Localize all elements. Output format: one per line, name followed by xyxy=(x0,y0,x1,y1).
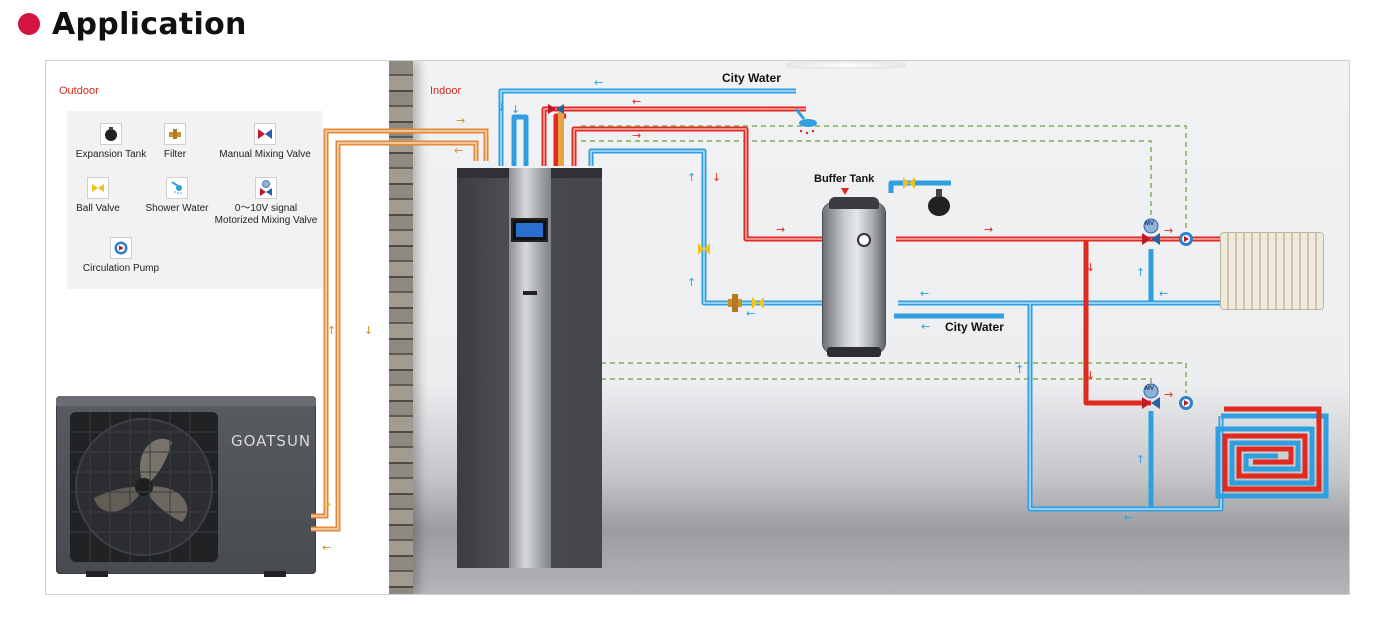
svg-text:↓: ↓ xyxy=(1086,261,1095,274)
svg-text:↓: ↓ xyxy=(364,324,373,337)
svg-text:→: → xyxy=(776,223,785,236)
gauge-icon xyxy=(857,233,871,247)
expansion-tank-icon xyxy=(928,189,950,216)
svg-text:←: ← xyxy=(1159,287,1168,300)
shower-icon xyxy=(794,108,817,135)
application-diagram: Outdoor Expansion Tank Filter Manual Mix… xyxy=(45,60,1350,595)
outdoor-zone: Outdoor Expansion Tank Filter Manual Mix… xyxy=(46,61,391,594)
svg-text:↓: ↓ xyxy=(497,101,506,114)
svg-text:→: → xyxy=(322,498,331,511)
city-water-label-tank: City Water xyxy=(945,320,1004,334)
svg-text:↓: ↓ xyxy=(511,103,520,116)
svg-text:→: → xyxy=(632,129,641,142)
manual-mixing-valve-icon xyxy=(548,104,564,114)
section-heading: Application xyxy=(18,4,247,44)
svg-text:→: → xyxy=(984,223,993,236)
svg-text:↑: ↑ xyxy=(1136,266,1145,279)
buffer-tank-cap xyxy=(829,197,879,209)
buffer-tank xyxy=(823,197,885,357)
stone-wall xyxy=(389,61,413,594)
indoor-hydro-module xyxy=(457,168,602,568)
ball-valve-icon xyxy=(903,177,915,189)
legend-label: Filter xyxy=(163,149,187,160)
legend-label: Circulation Pump xyxy=(82,263,160,274)
indoor-label: Indoor xyxy=(430,85,462,97)
floor-heating-coil xyxy=(1215,406,1329,499)
legend-shower-water: Shower Water xyxy=(143,177,211,215)
control-signal-lines xyxy=(581,125,1187,393)
filter-icon xyxy=(728,294,742,312)
brand-logo: GOATSUN xyxy=(231,432,312,450)
fan-icon xyxy=(70,412,218,562)
buffer-tank-base xyxy=(827,347,881,357)
svg-text:←: ← xyxy=(1124,511,1133,524)
expansion-tank-icon xyxy=(100,123,122,145)
svg-text:←: ← xyxy=(632,95,641,108)
circulation-pump-icon xyxy=(1179,396,1193,410)
indoor-unit-slot xyxy=(523,291,537,295)
ball-valve-icon xyxy=(87,177,109,199)
svg-text:→: → xyxy=(1164,388,1173,401)
outdoor-unit-top xyxy=(56,396,316,406)
unit-foot xyxy=(264,571,286,577)
legend-label: Motorized Mixing Valve xyxy=(214,215,318,226)
motorized-mixing-valve-icon xyxy=(1142,383,1160,409)
legend-label: Manual Mixing Valve xyxy=(219,149,311,160)
page-title: Application xyxy=(52,6,247,42)
motorized-mixing-valve-icon xyxy=(255,177,277,199)
svg-text:↑: ↑ xyxy=(1015,363,1024,376)
legend-label: 0～10V signal xyxy=(234,203,298,214)
ceiling-lamp xyxy=(786,61,906,69)
legend-label: Expansion Tank xyxy=(75,149,147,160)
manual-mixing-valve-icon xyxy=(254,123,276,145)
bullet-dot-icon xyxy=(18,13,40,35)
legend-motorized-mixing-valve: 0～10V signal Motorized Mixing Valve xyxy=(213,177,319,227)
flow-arrows: → ← ↑ ↓ → ← ← ↓ ↓ ← → ↑ ↓ ↑ → ← → ← ↓ ↓ … xyxy=(322,76,1173,554)
filter-icon xyxy=(164,123,186,145)
svg-text:↓: ↓ xyxy=(712,171,721,184)
svg-text:←: ← xyxy=(322,541,331,554)
svg-text:→: → xyxy=(456,114,465,127)
ball-valve-icon xyxy=(698,243,710,255)
buffer-tank-label: Buffer Tank xyxy=(814,173,875,185)
legend-label: Shower Water xyxy=(145,203,209,214)
svg-text:↑: ↑ xyxy=(1136,453,1145,466)
fan-grille xyxy=(70,412,218,562)
svg-text:↑: ↑ xyxy=(687,276,696,289)
legend-filter: Filter xyxy=(155,123,195,161)
svg-text:←: ← xyxy=(921,320,930,333)
svg-text:↓: ↓ xyxy=(1086,369,1095,382)
legend-panel: Expansion Tank Filter Manual Mixing Valv… xyxy=(67,111,323,289)
svg-text:↑: ↑ xyxy=(687,171,696,184)
legend-label: Ball Valve xyxy=(76,203,120,214)
motorized-mixing-valve-icon xyxy=(1142,218,1160,245)
outdoor-heat-pump-unit: GOATSUN xyxy=(56,396,316,577)
legend-circulation-pump: Circulation Pump xyxy=(73,237,169,275)
legend-ball-valve: Ball Valve xyxy=(71,177,125,215)
buffer-tank-marker-icon xyxy=(841,188,849,195)
control-display xyxy=(511,218,548,242)
svg-text:←: ← xyxy=(594,76,603,89)
shower-icon xyxy=(166,177,188,199)
city-water-label-top: City Water xyxy=(722,71,781,85)
circulation-pump-icon xyxy=(110,237,132,259)
radiator xyxy=(1221,233,1323,309)
svg-text:←: ← xyxy=(920,287,929,300)
svg-text:←: ← xyxy=(454,144,463,157)
outdoor-label: Outdoor xyxy=(59,85,99,97)
piping-layout: → ← ↑ ↓ → ← ← ↓ ↓ ← → ↑ ↓ ↑ → ← → ← ↓ ↓ … xyxy=(311,76,1329,554)
unit-foot xyxy=(86,571,108,577)
legend-expansion-tank: Expansion Tank xyxy=(71,123,151,161)
svg-text:↑: ↑ xyxy=(327,324,336,337)
svg-text:←: ← xyxy=(746,307,755,320)
mv-tag: MV xyxy=(1145,386,1154,392)
mv-tag: MV xyxy=(1145,221,1154,227)
legend-manual-mixing-valve: Manual Mixing Valve xyxy=(213,123,317,161)
ball-valve-icon xyxy=(752,297,764,309)
circulation-pump-icon xyxy=(1179,232,1193,246)
svg-text:→: → xyxy=(1164,224,1173,237)
